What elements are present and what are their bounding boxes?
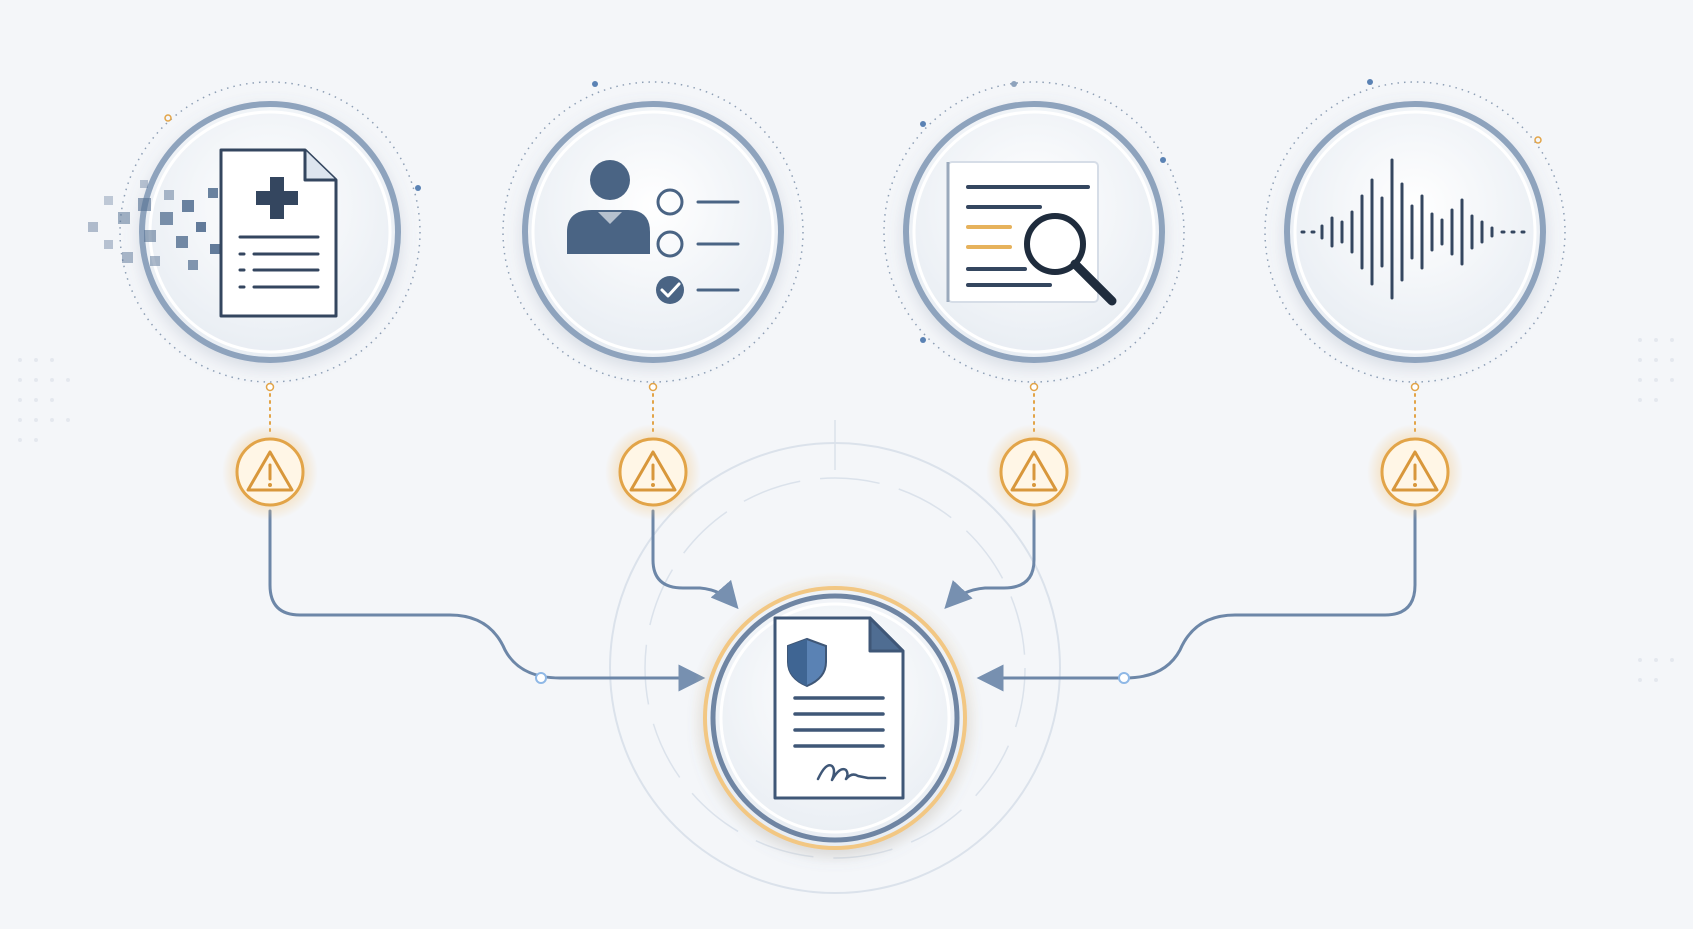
- document-magnifier-icon: [946, 161, 1117, 306]
- center-node-protected-document: [689, 572, 981, 864]
- warning-badge-3: [986, 424, 1082, 520]
- audio-waveform-icon: [1300, 158, 1526, 300]
- connectors: [265, 382, 1420, 692]
- background-dots: [18, 338, 1674, 682]
- warning-badge-2: [605, 424, 701, 520]
- warning-badge-1: [222, 424, 318, 520]
- warning-badge-4: [1367, 424, 1463, 520]
- connector-3: [944, 509, 1036, 609]
- warning-triangle-icon: [1391, 450, 1439, 492]
- node-audio-waveform: [1264, 79, 1566, 383]
- warning-badges: [222, 424, 1463, 520]
- node-user-checklist: [502, 81, 804, 383]
- user-checklist-icon: [567, 160, 740, 304]
- connector-4: [976, 509, 1417, 692]
- node-document-search: [883, 81, 1185, 383]
- medical-document-pixelated-icon: [88, 148, 338, 318]
- connector-2: [651, 509, 739, 610]
- warning-triangle-icon: [1010, 450, 1058, 492]
- connector-1: [268, 509, 706, 692]
- warning-triangle-icon: [246, 450, 294, 492]
- shield-signed-document-icon: [773, 616, 905, 800]
- warning-triangle-icon: [629, 450, 677, 492]
- node-medical-record: [88, 81, 421, 383]
